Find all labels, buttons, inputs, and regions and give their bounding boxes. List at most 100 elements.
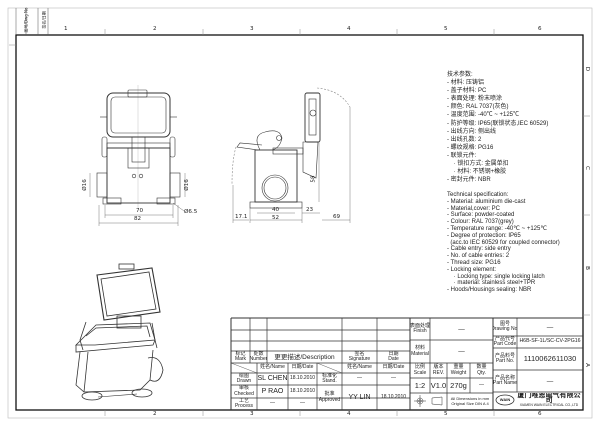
part-no-label: 产品料号 Part No. [494, 352, 515, 364]
margin-table [15, 8, 49, 35]
rev-mark-header: 标记 Mark [234, 351, 247, 362]
rev-signature-header: 签名 Signature [348, 351, 371, 362]
stand-date: — [391, 375, 396, 382]
part-code-label: 产品代号 Part Code [493, 336, 517, 347]
column-label: 1 [64, 26, 68, 32]
dim-outer-width: 82 [134, 216, 142, 222]
drawing-no-value: — [546, 323, 554, 331]
column-label: 2 [153, 411, 157, 417]
checked-date: 18.10.2010 [289, 387, 316, 394]
name-header-2: 姓名/Name [347, 364, 372, 371]
inner-border [15, 34, 584, 411]
scale-value: 1:2 [414, 380, 426, 390]
checked-name: P RAO [261, 387, 284, 395]
weight-label: 重量 Weight [450, 364, 467, 376]
column-label: 3 [250, 26, 254, 32]
spec-line: - 螺纹规格: PG16 [447, 144, 494, 151]
drawing-no-label: 图号 Drawing No. [493, 320, 517, 332]
spec-line: - 防护等级: IP65(联锁状态,IEC 60529) [447, 120, 549, 127]
stand-name: — [357, 375, 362, 382]
dim-offset: 17.1 [235, 214, 248, 220]
spec-line: - Thread size: PG16 [447, 259, 501, 266]
spec-line: - 表面处理: 粉末喷涂 [447, 96, 502, 103]
spec-line: - 出线孔数: 2 [447, 136, 482, 143]
rev-number-header: 处数 Number [250, 351, 267, 362]
row-label: A [583, 363, 590, 367]
spec-en-list: - Material: aluminium die-cast- Material… [447, 199, 560, 294]
wain-logo-icon [495, 394, 515, 406]
part-name-value: — [546, 377, 554, 385]
row-label: C [583, 166, 590, 170]
column-label: 2 [153, 26, 157, 32]
dim-lid: 23 [306, 207, 314, 213]
spec-cn: 技术参数:- 材料: 压铸铝- 盖子材料: PC- 表面处理: 粉末喷涂- 颜色… [447, 71, 548, 184]
company-name-en: XIAMEN WAIN ELECTRICAL CO.,LTD [519, 403, 579, 408]
rev-label: 版本 REV. [432, 364, 445, 376]
column-label: 5 [444, 26, 448, 32]
isometric-view [75, 263, 164, 401]
process-label: 工艺 Process [234, 398, 254, 409]
spec-line: - 温度范围: -40℃ ~ +125℃ [447, 112, 520, 119]
dim-side-base: 52 [272, 215, 280, 221]
qty-label: 数量 Qty. [476, 364, 487, 376]
zone-ticks [9, 29, 590, 416]
spec-line: · material: stainless steel+TPR [447, 280, 536, 287]
dim-lid-swing: 69 [333, 214, 341, 220]
row-label: B [583, 266, 590, 270]
dim-side-inner: 40 [272, 207, 280, 213]
column-label: 6 [538, 411, 542, 417]
spec-line: - Colour: RAL 7037(grey) [447, 219, 514, 226]
rev-value: V1.0 [430, 380, 447, 390]
weight-value: 270g [450, 380, 467, 390]
column-label: 5 [444, 411, 448, 417]
column-label: 6 [538, 26, 542, 32]
spec-line: · 锁扣方式: 金属单扣 [447, 161, 509, 168]
spec-en-title: Technical specification: [447, 192, 509, 198]
front-view [89, 85, 186, 226]
dim-height: 58 [310, 175, 317, 183]
spec-line: - Hoods/Housings sealing: NBR [447, 287, 532, 294]
spec-line: - 出线方向: 侧出线 [447, 128, 496, 135]
spec-line: - 材料: 压铸铝 [447, 80, 484, 87]
column-label: 4 [347, 26, 351, 32]
date-header-2: 日期/Date [382, 364, 405, 371]
spec-en: Technical specification:- Material: alum… [447, 192, 560, 294]
rev-date-header: 日期 Date [388, 351, 399, 362]
name-header: 姓名/Name [260, 364, 285, 371]
spec-line: - Locking element: [447, 266, 497, 273]
part-code-value: H6B-SF-1L/SC-CV-2PG16 [519, 338, 581, 345]
spec-line: - 颜色: RAL 7037(灰色) [447, 104, 509, 111]
spec-line: - Temperature range: -40℃ ~ +125℃ [447, 225, 548, 232]
spec-line: (acc.to IEC 60529 for coupled connector) [447, 239, 560, 246]
spec-line: - Material,cover: PC [447, 205, 501, 212]
scale-label: 比例 Scale [413, 364, 427, 376]
part-name-label: 产品名称 Part Name [493, 374, 517, 386]
margin-label: 图号/Dwg No [23, 7, 29, 33]
approved-label: 批准 Approved [318, 391, 341, 403]
part-no-value: 1110062611030 [523, 354, 577, 363]
process-name: — [270, 400, 275, 407]
spec-line: - No. of cable entries: 2 [447, 253, 510, 260]
projection-symbol-icon [414, 395, 443, 407]
logo-text: WAIN [499, 397, 511, 403]
column-label: 3 [250, 411, 254, 417]
spec-line: - Cable entry: side entry [447, 246, 511, 253]
stand-label: 标准化 Stand. [321, 373, 337, 384]
checked-label: 审核 Checked [234, 385, 254, 397]
drawn-date: 18.10.2010 [289, 375, 316, 382]
material-label: 材料 Material [411, 345, 429, 357]
row-label: D [584, 66, 591, 72]
title-block-grid [230, 317, 583, 410]
spec-line: - Material: aluminium die-cast [447, 198, 526, 205]
dim-gland-left: Ø16 [81, 179, 88, 191]
spec-line: - 盖子材料: PC [447, 88, 487, 95]
date-header: 日期/Date [291, 364, 314, 371]
finish-label: 表面处理 Finish [410, 322, 430, 334]
spec-line: - Surface: powder-coated [447, 212, 515, 219]
spec-line: · Locking type: single locking latch [447, 273, 545, 280]
rev-description-header: 更更描述/Description [274, 353, 335, 361]
spec-line: - 密封元件: NBR [447, 177, 491, 184]
approved-name: YY LIN [348, 393, 371, 401]
spec-line: · 材料: 不锈钢+橡胶 [447, 169, 507, 176]
